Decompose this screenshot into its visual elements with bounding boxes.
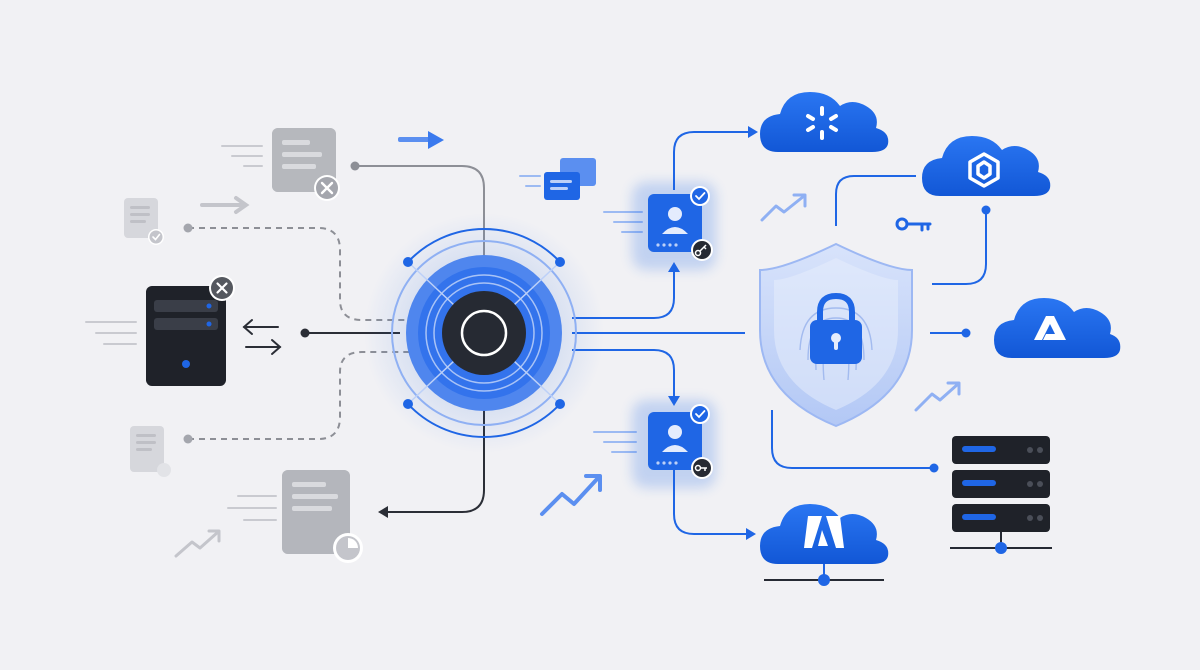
cloud-hexagon-icon[interactable] bbox=[922, 136, 1051, 196]
checkmark-icon bbox=[695, 192, 706, 201]
line-doc-bottom bbox=[386, 380, 485, 513]
cloud-asterisk-icon[interactable] bbox=[760, 92, 889, 152]
hexagon-logo-icon bbox=[968, 152, 1000, 188]
arrow-left-icon bbox=[378, 506, 388, 518]
key-icon bbox=[895, 217, 932, 232]
a-logo-icon bbox=[1034, 316, 1066, 340]
floating-arrow-icon bbox=[398, 131, 444, 149]
cloud-adobe-icon[interactable] bbox=[760, 504, 889, 586]
trend-up-icon bbox=[540, 474, 602, 516]
line-id-upper-cloud bbox=[673, 131, 748, 190]
adobe-logo-icon bbox=[804, 516, 844, 548]
server-rack-icon[interactable] bbox=[950, 436, 1052, 554]
motion-streaks bbox=[85, 145, 643, 521]
server-error-icon[interactable] bbox=[146, 275, 235, 386]
connector-dots bbox=[183, 161, 991, 473]
shield-lock-fingerprint-icon[interactable] bbox=[759, 242, 913, 428]
user-card-icon[interactable] bbox=[632, 182, 716, 270]
line-id-lower-cloud bbox=[673, 470, 746, 535]
cloud-a-icon[interactable] bbox=[994, 298, 1121, 358]
gray-arrow-icon bbox=[200, 196, 250, 214]
line-shield-cloud2b bbox=[932, 210, 987, 285]
hub-ring-icon[interactable] bbox=[364, 213, 604, 453]
document-chart-icon[interactable] bbox=[282, 470, 363, 563]
line-shield-cloud2 bbox=[835, 175, 916, 226]
bidirectional-arrow-icon bbox=[242, 319, 282, 355]
chat-bubbles-icon bbox=[544, 158, 596, 200]
asterisk-logo-icon bbox=[806, 106, 838, 140]
arrow-right-icon bbox=[746, 528, 756, 540]
trend-up-icon bbox=[760, 193, 807, 222]
line-doc-top bbox=[355, 165, 485, 290]
checkmark-icon bbox=[695, 410, 706, 419]
trend-up-icon bbox=[174, 529, 221, 558]
line-shield-rack bbox=[771, 410, 934, 469]
key-icon bbox=[694, 464, 707, 472]
document-check-icon[interactable] bbox=[124, 198, 164, 245]
line-doc-lower bbox=[188, 351, 410, 440]
line-to-id-lower bbox=[572, 349, 675, 398]
arrow-right-icon bbox=[748, 126, 758, 138]
document-icon[interactable] bbox=[130, 426, 171, 477]
trend-up-icon bbox=[914, 381, 961, 412]
line-doc-small bbox=[188, 227, 410, 321]
key-icon bbox=[694, 244, 707, 257]
line-to-id-upper bbox=[572, 270, 675, 319]
user-card-icon[interactable] bbox=[632, 400, 716, 488]
document-error-icon[interactable] bbox=[272, 128, 340, 201]
